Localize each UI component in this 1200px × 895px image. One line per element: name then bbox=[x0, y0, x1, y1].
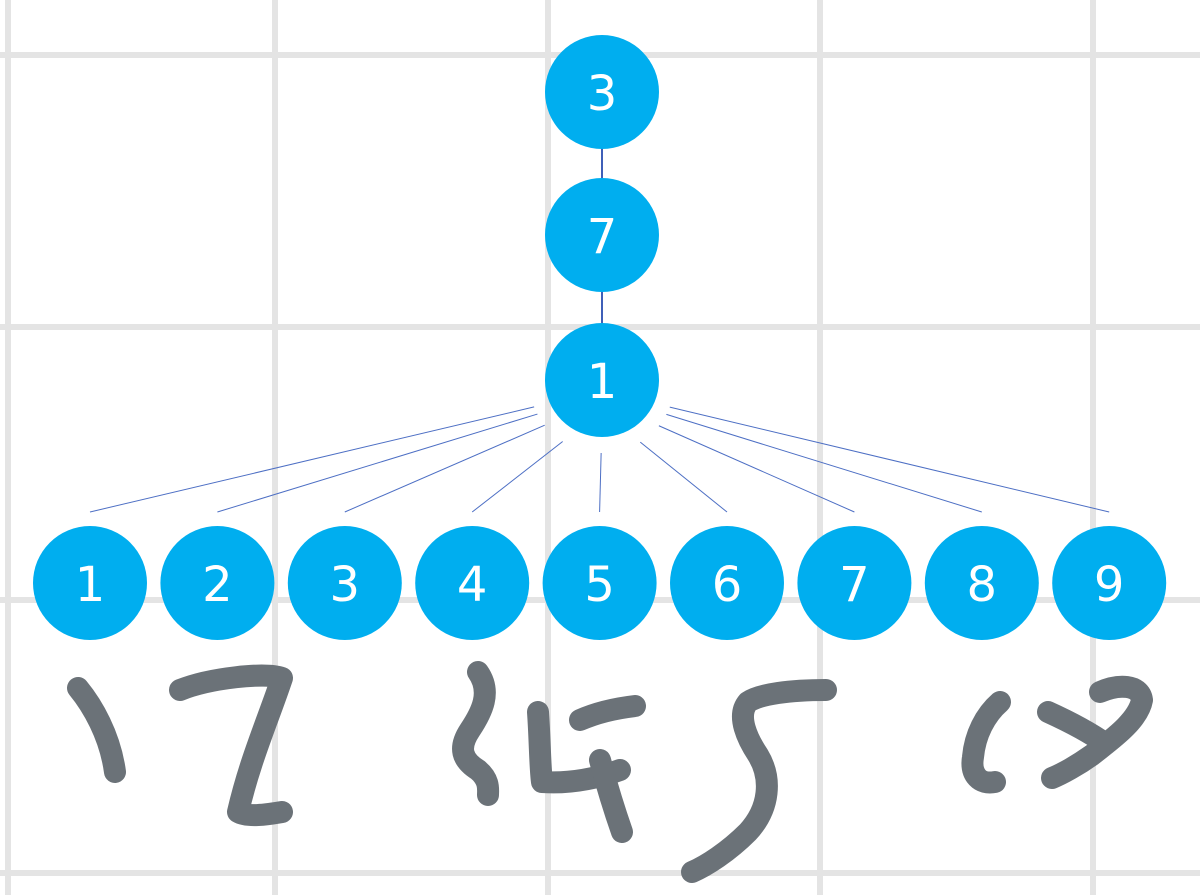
child-edge-3 bbox=[344, 424, 545, 513]
child-node-5: 5 bbox=[542, 526, 657, 640]
child-node-4-circle bbox=[415, 526, 530, 640]
child-edge-5 bbox=[599, 452, 602, 513]
child-node-9-circle bbox=[1052, 526, 1167, 640]
chain-node-1-label: 3 bbox=[587, 66, 618, 122]
child-edge-4 bbox=[471, 441, 563, 513]
child-node-8-label: 8 bbox=[967, 557, 998, 613]
child-edge-7 bbox=[658, 425, 855, 513]
child-node-1-label: 1 bbox=[75, 557, 106, 613]
child-node-1: 1 bbox=[33, 526, 147, 640]
child-node-5-circle bbox=[542, 526, 657, 640]
child-node-4: 4 bbox=[415, 526, 530, 640]
child-node-3: 3 bbox=[287, 526, 402, 640]
child-node-9: 9 bbox=[1052, 526, 1167, 640]
child-edge-9 bbox=[669, 406, 1110, 513]
child-node-5-label: 5 bbox=[584, 557, 615, 613]
ink-stroke-5 bbox=[569, 695, 646, 843]
child-node-2: 2 bbox=[160, 526, 275, 640]
child-node-2-label: 2 bbox=[202, 557, 233, 613]
child-edge-1 bbox=[89, 406, 535, 513]
child-edge-6 bbox=[639, 441, 728, 513]
handwritten-annotation bbox=[67, 661, 1153, 883]
ink-stroke-1 bbox=[67, 677, 126, 783]
child-node-4-label: 4 bbox=[457, 557, 488, 613]
chain-node-2: 7 bbox=[545, 178, 659, 292]
child-node-9-label: 9 bbox=[1094, 557, 1125, 613]
child-node-1-circle bbox=[33, 526, 147, 640]
child-node-7: 7 bbox=[797, 526, 912, 640]
child-node-7-label: 7 bbox=[839, 557, 870, 613]
child-node-6-circle bbox=[670, 526, 784, 640]
child-node-6: 6 bbox=[670, 526, 784, 640]
ink-stroke-3 bbox=[452, 661, 500, 806]
child-node-7-circle bbox=[797, 526, 912, 640]
chain-node-1: 3 bbox=[545, 35, 659, 149]
chain-node-2-circle bbox=[545, 178, 659, 292]
child-node-3-label: 3 bbox=[330, 557, 361, 613]
child-edge-2 bbox=[217, 413, 538, 513]
ink-stroke-7 bbox=[961, 691, 1011, 794]
child-node-3-circle bbox=[287, 526, 402, 640]
ink-stroke-2 bbox=[169, 664, 293, 827]
child-node-8-circle bbox=[924, 526, 1039, 640]
chain-node-2-label: 7 bbox=[587, 209, 618, 265]
child-edge-8 bbox=[666, 413, 982, 513]
child-node-2-circle bbox=[160, 526, 275, 640]
ink-stroke-8 bbox=[1037, 675, 1153, 789]
chain-node-3-circle bbox=[545, 323, 659, 437]
ink-stroke-6 bbox=[681, 679, 837, 883]
chain-node-3-label: 1 bbox=[587, 354, 618, 410]
child-node-6-label: 6 bbox=[712, 557, 743, 613]
chain-node-1-circle bbox=[545, 35, 659, 149]
child-node-8: 8 bbox=[924, 526, 1039, 640]
chain-node-3: 1 bbox=[545, 323, 659, 437]
